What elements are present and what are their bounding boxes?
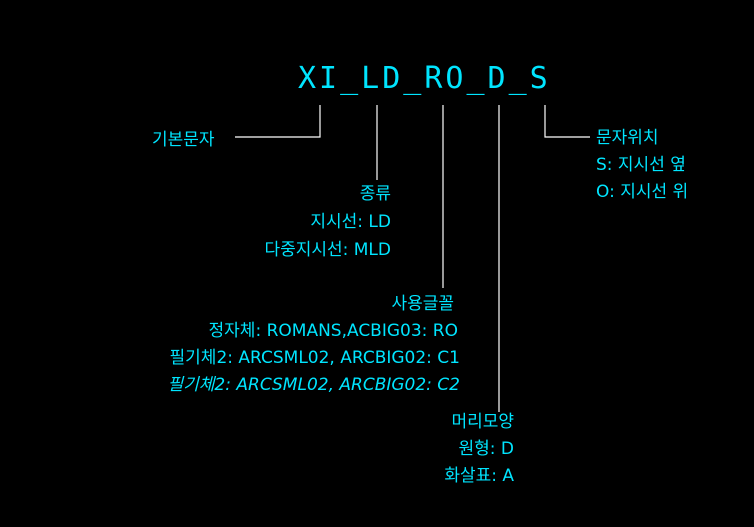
type-title: 종류 [359,184,391,204]
head-shape-item-dot: 원형: D [458,439,514,459]
font-title: 사용글꼴 [391,294,454,314]
font-item-cursive-2: 필기체2: ARCSML02, ARCBIG02: C2 [167,375,460,395]
text-position-title: 문자위치 [596,128,659,148]
head-shape-title: 머리모양 [451,412,514,432]
font-item-roman: 정자체: ROMANS,ACBIG03: RO [208,321,458,341]
text-position-item-side: S: 지시선 옆 [596,155,686,175]
type-item-multileader: 다중지시선: MLD [264,240,391,260]
type-item-leader: 지시선: LD [310,212,391,232]
naming-code: XI_LD_RO_D_S [298,61,551,96]
leader-basic-char [235,105,321,138]
basic-char-label: 기본문자 [152,130,215,150]
leader-text-position [544,105,590,138]
font-item-cursive-1: 필기체2: ARCSML02, ARCBIG02: C1 [169,348,460,368]
text-position-item-above: O: 지시선 위 [596,182,689,202]
head-shape-item-arrow: 화살표: A [444,466,514,486]
